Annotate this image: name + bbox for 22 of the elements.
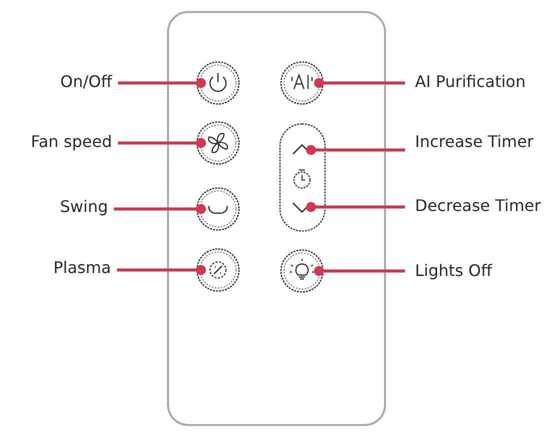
light-button — [280, 249, 324, 293]
ai-purification-button — [280, 61, 324, 105]
leader-line — [314, 266, 405, 276]
button-label: On/Off — [60, 72, 112, 92]
leader-line — [306, 145, 405, 155]
leader-line — [117, 265, 206, 275]
leader-line — [314, 78, 405, 88]
button-label: Decrease Timer — [415, 196, 541, 216]
fan-button — [196, 121, 240, 165]
button-label: Increase Timer — [415, 132, 534, 152]
button-label: Lights Off — [415, 261, 492, 281]
leader-line — [306, 202, 405, 212]
plasma-button — [196, 248, 240, 292]
button-label: AI Purification — [415, 72, 526, 92]
button-label: Fan speed — [30, 132, 112, 152]
leader-line — [118, 138, 206, 148]
leader-line — [114, 204, 206, 214]
swing-button — [196, 187, 240, 231]
leader-line — [118, 78, 206, 88]
button-label: Swing — [60, 197, 108, 217]
power-button — [196, 61, 240, 105]
button-label: Plasma — [53, 258, 111, 278]
